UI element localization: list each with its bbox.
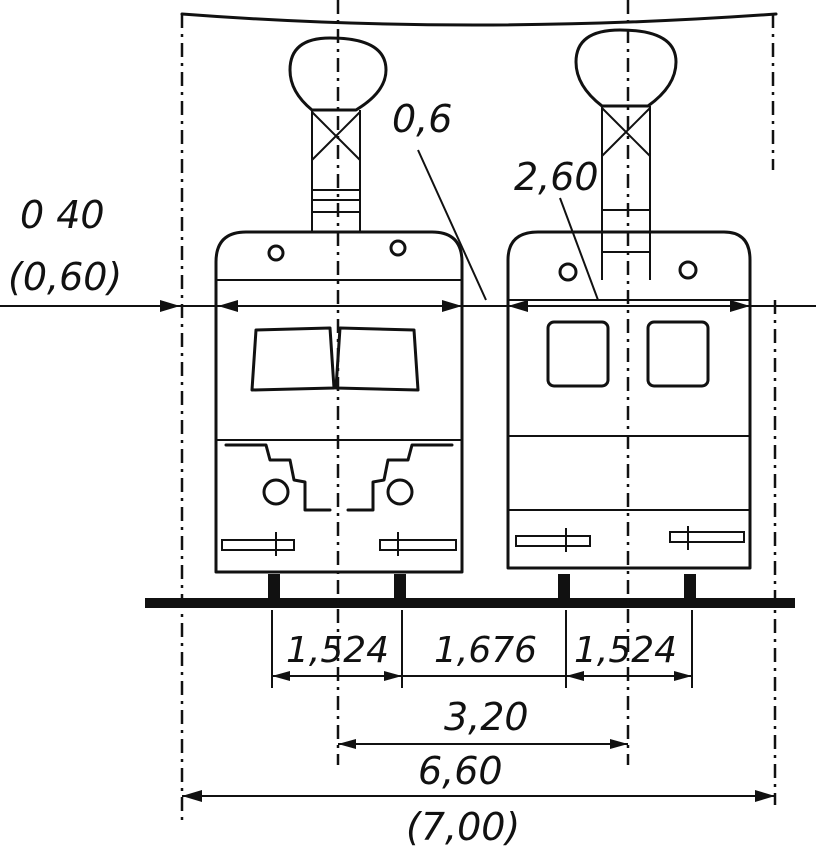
label-gauge-right: 1,524 (574, 630, 677, 671)
clearance-dimension-line (0, 149, 816, 312)
tunnel-width-dimension (182, 790, 775, 802)
left-pantograph (288, 36, 388, 232)
label-track-spacing: 1,676 (434, 630, 537, 671)
label-tunnel-width-alt: (7,00) (406, 805, 520, 849)
label-tunnel-width: 6,60 (418, 749, 503, 793)
label-gauge-left: 1,524 (286, 630, 389, 671)
right-railcar (506, 230, 752, 570)
label-car-width: 2,60 (514, 155, 599, 199)
label-track-centers: 3,20 (444, 695, 529, 739)
label-side-clearance-alt: (0,60) (8, 255, 122, 299)
left-railcar (214, 230, 464, 574)
track-centerlines (336, 0, 630, 765)
gauge-dimension-chain (271, 610, 693, 688)
right-pantograph (574, 28, 678, 280)
clearance-outline (180, 12, 778, 825)
label-side-clearance: 0 40 (20, 193, 105, 237)
label-gap-between-cars: 0,6 (392, 97, 452, 141)
track-center-dimension (338, 739, 628, 749)
track-bed (145, 574, 795, 608)
